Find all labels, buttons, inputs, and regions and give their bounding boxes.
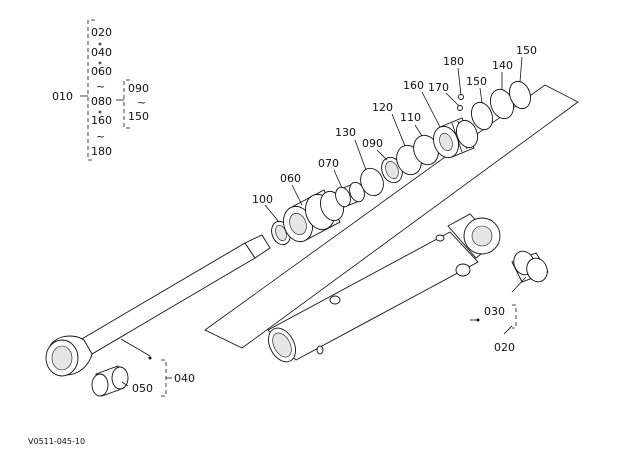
leader-lines [120,56,527,387]
ring-150-b [509,80,531,110]
callout-140: 140 [492,59,513,72]
group-item-180: 180 [91,145,112,158]
callout-020: 020 [494,341,515,354]
callout-100: 100 [252,193,273,206]
assembly-brackets [148,304,517,397]
callout-labels: 100 060 070 130 090 120 110 160 170 180 … [132,44,537,395]
callout-120: 120 [372,101,393,114]
group-item-160: 160 [91,114,112,127]
group-item-060: 060 [91,65,112,78]
callout-180: 180 [443,55,464,68]
callout-090: 090 [362,137,383,150]
group-sub-item-090: 090 [128,82,149,95]
callout-040: 040 [174,372,195,385]
callout-130: 130 [335,126,356,139]
reference-code: V0511-045-10 [28,437,85,446]
group-item-020: 020 [91,26,112,39]
callout-060: 060 [280,172,301,185]
callout-160: 160 [403,79,424,92]
part-170 [457,105,463,111]
callout-110: 110 [400,111,421,124]
part-180 [458,94,464,100]
group-item-tilde-2: ~ [96,130,105,143]
group-parent-label: 010 [52,90,73,103]
group-sub-item-150: 150 [128,110,149,123]
group-bracket: 010 020 040 060 ~ 080 160 ~ 180 090 ~ 15… [52,19,149,161]
piston-rod [45,234,271,377]
cylinder-head-060 [283,189,344,243]
cylinder-tube [267,213,501,363]
callout-150-b: 150 [516,44,537,57]
callout-030: 030 [484,305,505,318]
o-ring-130 [360,167,384,197]
group-item-tilde-1: ~ [96,80,105,93]
callout-170: 170 [428,81,449,94]
piston-160 [433,117,478,159]
ring-150-a [471,101,493,131]
callout-050: 050 [132,382,153,395]
group-sub-item-tilde: ~ [137,96,146,109]
bushing-030 [511,250,549,283]
callout-070: 070 [318,157,339,170]
sleeve-070 [335,181,365,208]
group-item-080: 080 [91,95,112,108]
group-item-040: 040 [91,46,112,59]
bushing-050 [91,365,129,397]
exploded-view-frame [204,84,579,349]
callout-150-a: 150 [466,75,487,88]
